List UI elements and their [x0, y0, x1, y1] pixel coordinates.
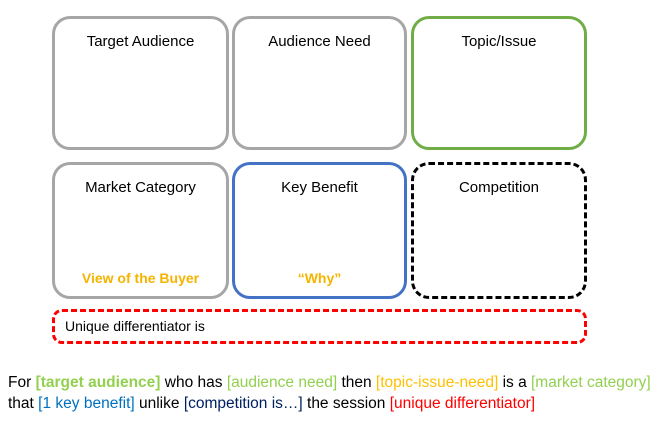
- statement-text: the session: [302, 395, 390, 412]
- statement-target-audience: [target audience]: [35, 374, 161, 391]
- statement-text: who has: [160, 374, 227, 391]
- unique-differentiator-label: Unique differentiator is: [65, 318, 205, 334]
- view-of-buyer-note: View of the Buyer: [81, 270, 200, 286]
- statement-unique-differentiator: [unique differentiator]: [389, 395, 536, 412]
- statement-market-category: [market category]: [531, 374, 651, 391]
- topic-issue-title: Topic/Issue: [461, 33, 537, 50]
- competition-box: Competition: [411, 162, 587, 299]
- competition-title: Competition: [458, 179, 540, 196]
- statement-text: For: [8, 374, 36, 391]
- statement-text: unlike: [134, 395, 184, 412]
- positioning-statement: For [target audience] who has [audience …: [8, 372, 658, 414]
- audience-need-title: Audience Need: [268, 33, 371, 50]
- audience-need-box: Audience Need: [232, 16, 407, 150]
- statement-text: that: [8, 395, 39, 412]
- statement-audience-need: [audience need]: [226, 374, 338, 391]
- statement-text: then: [337, 374, 376, 391]
- statement-competition: [competition is…]: [183, 395, 303, 412]
- statement-text: is a: [498, 374, 531, 391]
- key-benefit-box: Key Benefit “Why”: [232, 162, 407, 299]
- key-benefit-title: Key Benefit: [281, 179, 358, 196]
- statement-key-benefit: [1 key benefit]: [38, 395, 135, 412]
- market-category-title: Market Category: [85, 179, 196, 196]
- target-audience-title: Target Audience: [86, 33, 195, 50]
- why-note: “Why”: [297, 270, 342, 286]
- statement-topic-issue-need: [topic-issue-need]: [375, 374, 499, 391]
- unique-differentiator-box: Unique differentiator is: [52, 309, 587, 344]
- market-category-box: Market Category View of the Buyer: [52, 162, 229, 299]
- topic-issue-box: Topic/Issue: [411, 16, 587, 150]
- target-audience-box: Target Audience: [52, 16, 229, 150]
